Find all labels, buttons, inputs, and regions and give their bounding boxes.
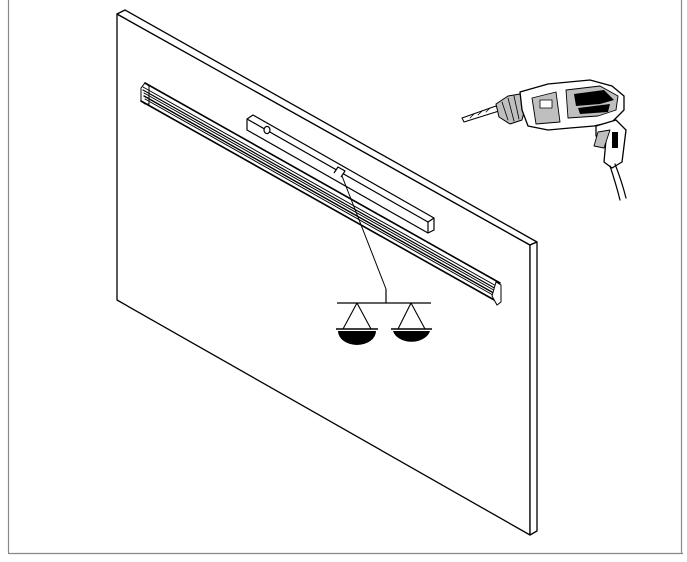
balance-indicator bbox=[336, 175, 432, 345]
spirit-level bbox=[246, 114, 435, 234]
mounting-rail bbox=[140, 82, 502, 306]
wall-panel bbox=[116, 9, 538, 536]
power-drill-icon bbox=[461, 79, 627, 201]
level-bubble-vial bbox=[263, 125, 271, 135]
figure-frame bbox=[7, 0, 683, 555]
level-center-notch bbox=[333, 166, 346, 178]
rail-end-right bbox=[491, 281, 502, 306]
balance-scale-icon bbox=[336, 302, 432, 345]
